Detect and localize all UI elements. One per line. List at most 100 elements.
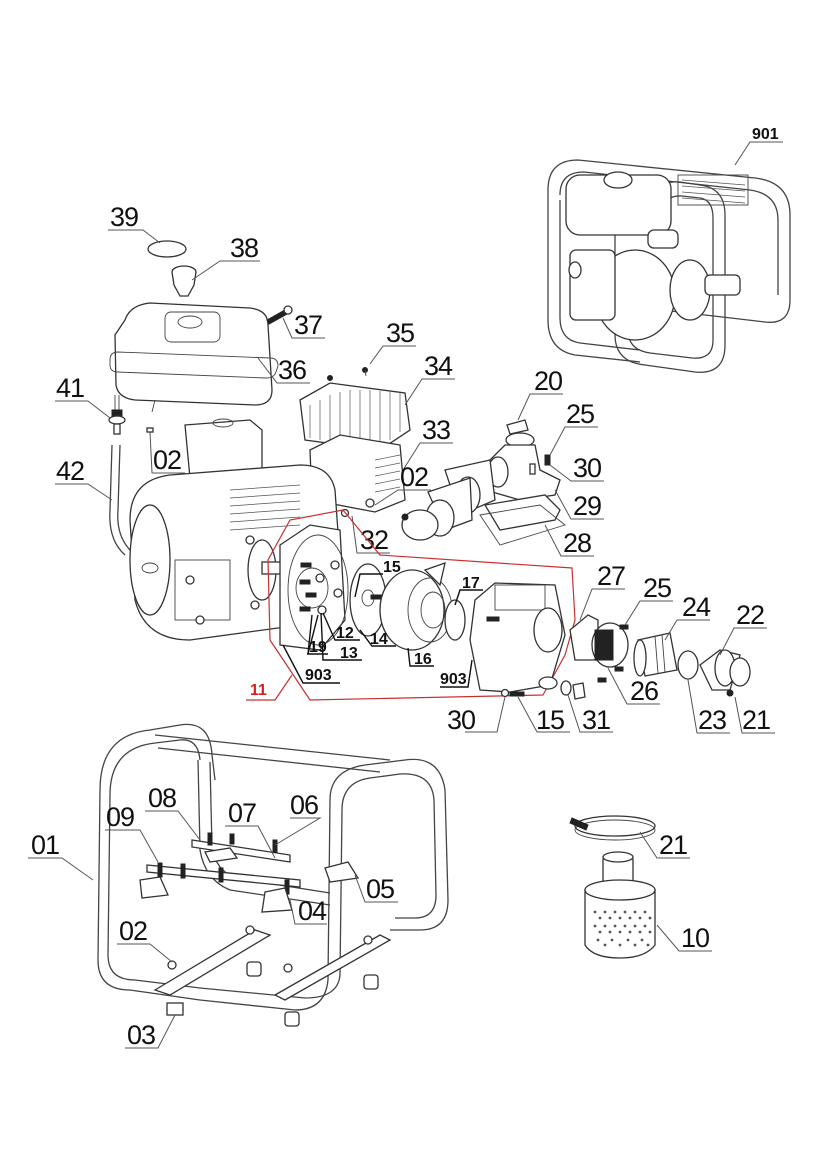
callout-14: 14	[359, 629, 396, 648]
callout-label-35: 35	[386, 318, 414, 348]
callout-13: 13	[320, 612, 362, 662]
callout-label-06: 06	[290, 790, 318, 820]
pump-housing-flange	[279, 524, 346, 651]
callout-label-11: 11	[250, 682, 267, 699]
outlet-gasket	[479, 504, 566, 546]
callout-label-21: 21	[659, 830, 687, 860]
callout-label-19: 19	[309, 639, 327, 656]
callout-30-bottom: 30	[447, 696, 506, 735]
callout-41: 41	[55, 373, 111, 419]
callout-903-left: 903	[282, 644, 340, 684]
callout-11: 11	[246, 674, 293, 701]
callout-label-04: 04	[298, 896, 327, 926]
callout-21-right: 21	[734, 696, 775, 735]
callout-15-bottom: 15	[517, 696, 570, 735]
o-ring	[444, 599, 466, 641]
callout-label-02: 02	[400, 462, 428, 492]
callout-01: 01	[28, 830, 94, 881]
callout-20: 20	[517, 366, 563, 421]
callout-02-muffler: 02	[374, 462, 431, 506]
callout-32: 32	[351, 515, 390, 555]
callout-label-05: 05	[366, 874, 394, 904]
fuel-cap-gasket	[147, 240, 187, 258]
callout-label-34: 34	[424, 351, 453, 381]
callout-label-42: 42	[56, 456, 84, 486]
callout-label-07: 07	[228, 798, 256, 828]
drain-washer	[560, 680, 572, 696]
callout-31: 31	[567, 694, 613, 735]
outlet-parts	[401, 419, 566, 546]
callout-27: 27	[579, 561, 626, 621]
callout-04: 04	[289, 896, 328, 926]
callout-label-22: 22	[736, 600, 764, 630]
callout-label-21: 21	[742, 705, 770, 735]
callout-label-02: 02	[153, 445, 181, 475]
assembled-pump-illustration	[547, 159, 791, 373]
strainer	[584, 889, 656, 959]
callout-35: 35	[369, 318, 416, 365]
callout-label-08: 08	[148, 783, 176, 813]
pump-internal-parts	[279, 524, 566, 698]
drain-plug	[572, 682, 586, 700]
callout-label-14: 14	[370, 631, 388, 648]
callout-33: 33	[402, 415, 453, 471]
callout-02-frame: 02	[117, 916, 173, 963]
callout-label-25: 25	[643, 573, 671, 603]
callout-label-28: 28	[563, 528, 591, 558]
callout-label-26: 26	[630, 676, 658, 706]
mounting-plate	[191, 839, 291, 863]
callout-label-27: 27	[597, 561, 625, 591]
callout-label-903: 903	[305, 667, 332, 684]
fuel-tank	[114, 302, 273, 406]
callout-06: 06	[274, 790, 322, 846]
washer-seal	[677, 650, 699, 680]
callout-03: 03	[125, 1014, 176, 1050]
callout-label-38: 38	[230, 233, 258, 263]
callout-label-20: 20	[534, 366, 562, 396]
callout-label-30: 30	[447, 705, 475, 735]
frame-illustration	[97, 723, 449, 1027]
callout-label-903: 903	[440, 671, 467, 688]
callout-label-24: 24	[682, 592, 711, 622]
callout-label-39: 39	[110, 202, 138, 232]
callout-label-01: 01	[31, 830, 59, 860]
damper	[324, 861, 360, 883]
inlet-parts	[560, 614, 751, 700]
strainer-parts	[569, 815, 656, 959]
callout-label-23: 23	[698, 705, 726, 735]
callout-24: 24	[664, 592, 712, 641]
callout-08: 08	[145, 783, 201, 841]
callout-label-17: 17	[462, 575, 480, 592]
callout-23: 23	[687, 679, 730, 735]
callout-19: 19	[307, 614, 328, 656]
callout-label-36: 36	[278, 355, 306, 385]
callout-label-02: 02	[119, 916, 147, 946]
callout-05: 05	[354, 874, 398, 904]
volute	[379, 569, 445, 651]
hose-clamp	[729, 657, 751, 687]
callout-26: 26	[607, 667, 660, 706]
callout-30-top: 30	[549, 453, 604, 483]
callout-label-30: 30	[573, 453, 601, 483]
callout-label-09: 09	[106, 802, 134, 832]
callout-17: 17	[454, 575, 483, 606]
callout-label-15: 15	[383, 559, 401, 576]
callout-02-tank: 02	[146, 427, 185, 475]
callout-10: 10	[656, 923, 712, 953]
callout-37: 37	[282, 310, 325, 340]
callout-25-top: 25	[549, 399, 598, 456]
callout-21-strainer: 21	[639, 830, 690, 860]
callout-label-12: 12	[336, 625, 354, 642]
callout-label-37: 37	[294, 310, 322, 340]
callout-07: 07	[225, 798, 276, 859]
callout-label-03: 03	[127, 1020, 155, 1050]
callout-label-13: 13	[340, 645, 358, 662]
callout-42: 42	[55, 456, 113, 501]
muffler-parts	[299, 367, 411, 518]
callout-28: 28	[544, 524, 594, 558]
callout-label-29: 29	[573, 491, 601, 521]
callout-label-901: 901	[752, 126, 779, 143]
muffler-guard	[299, 382, 411, 451]
pump-assembly-outline	[267, 509, 576, 701]
